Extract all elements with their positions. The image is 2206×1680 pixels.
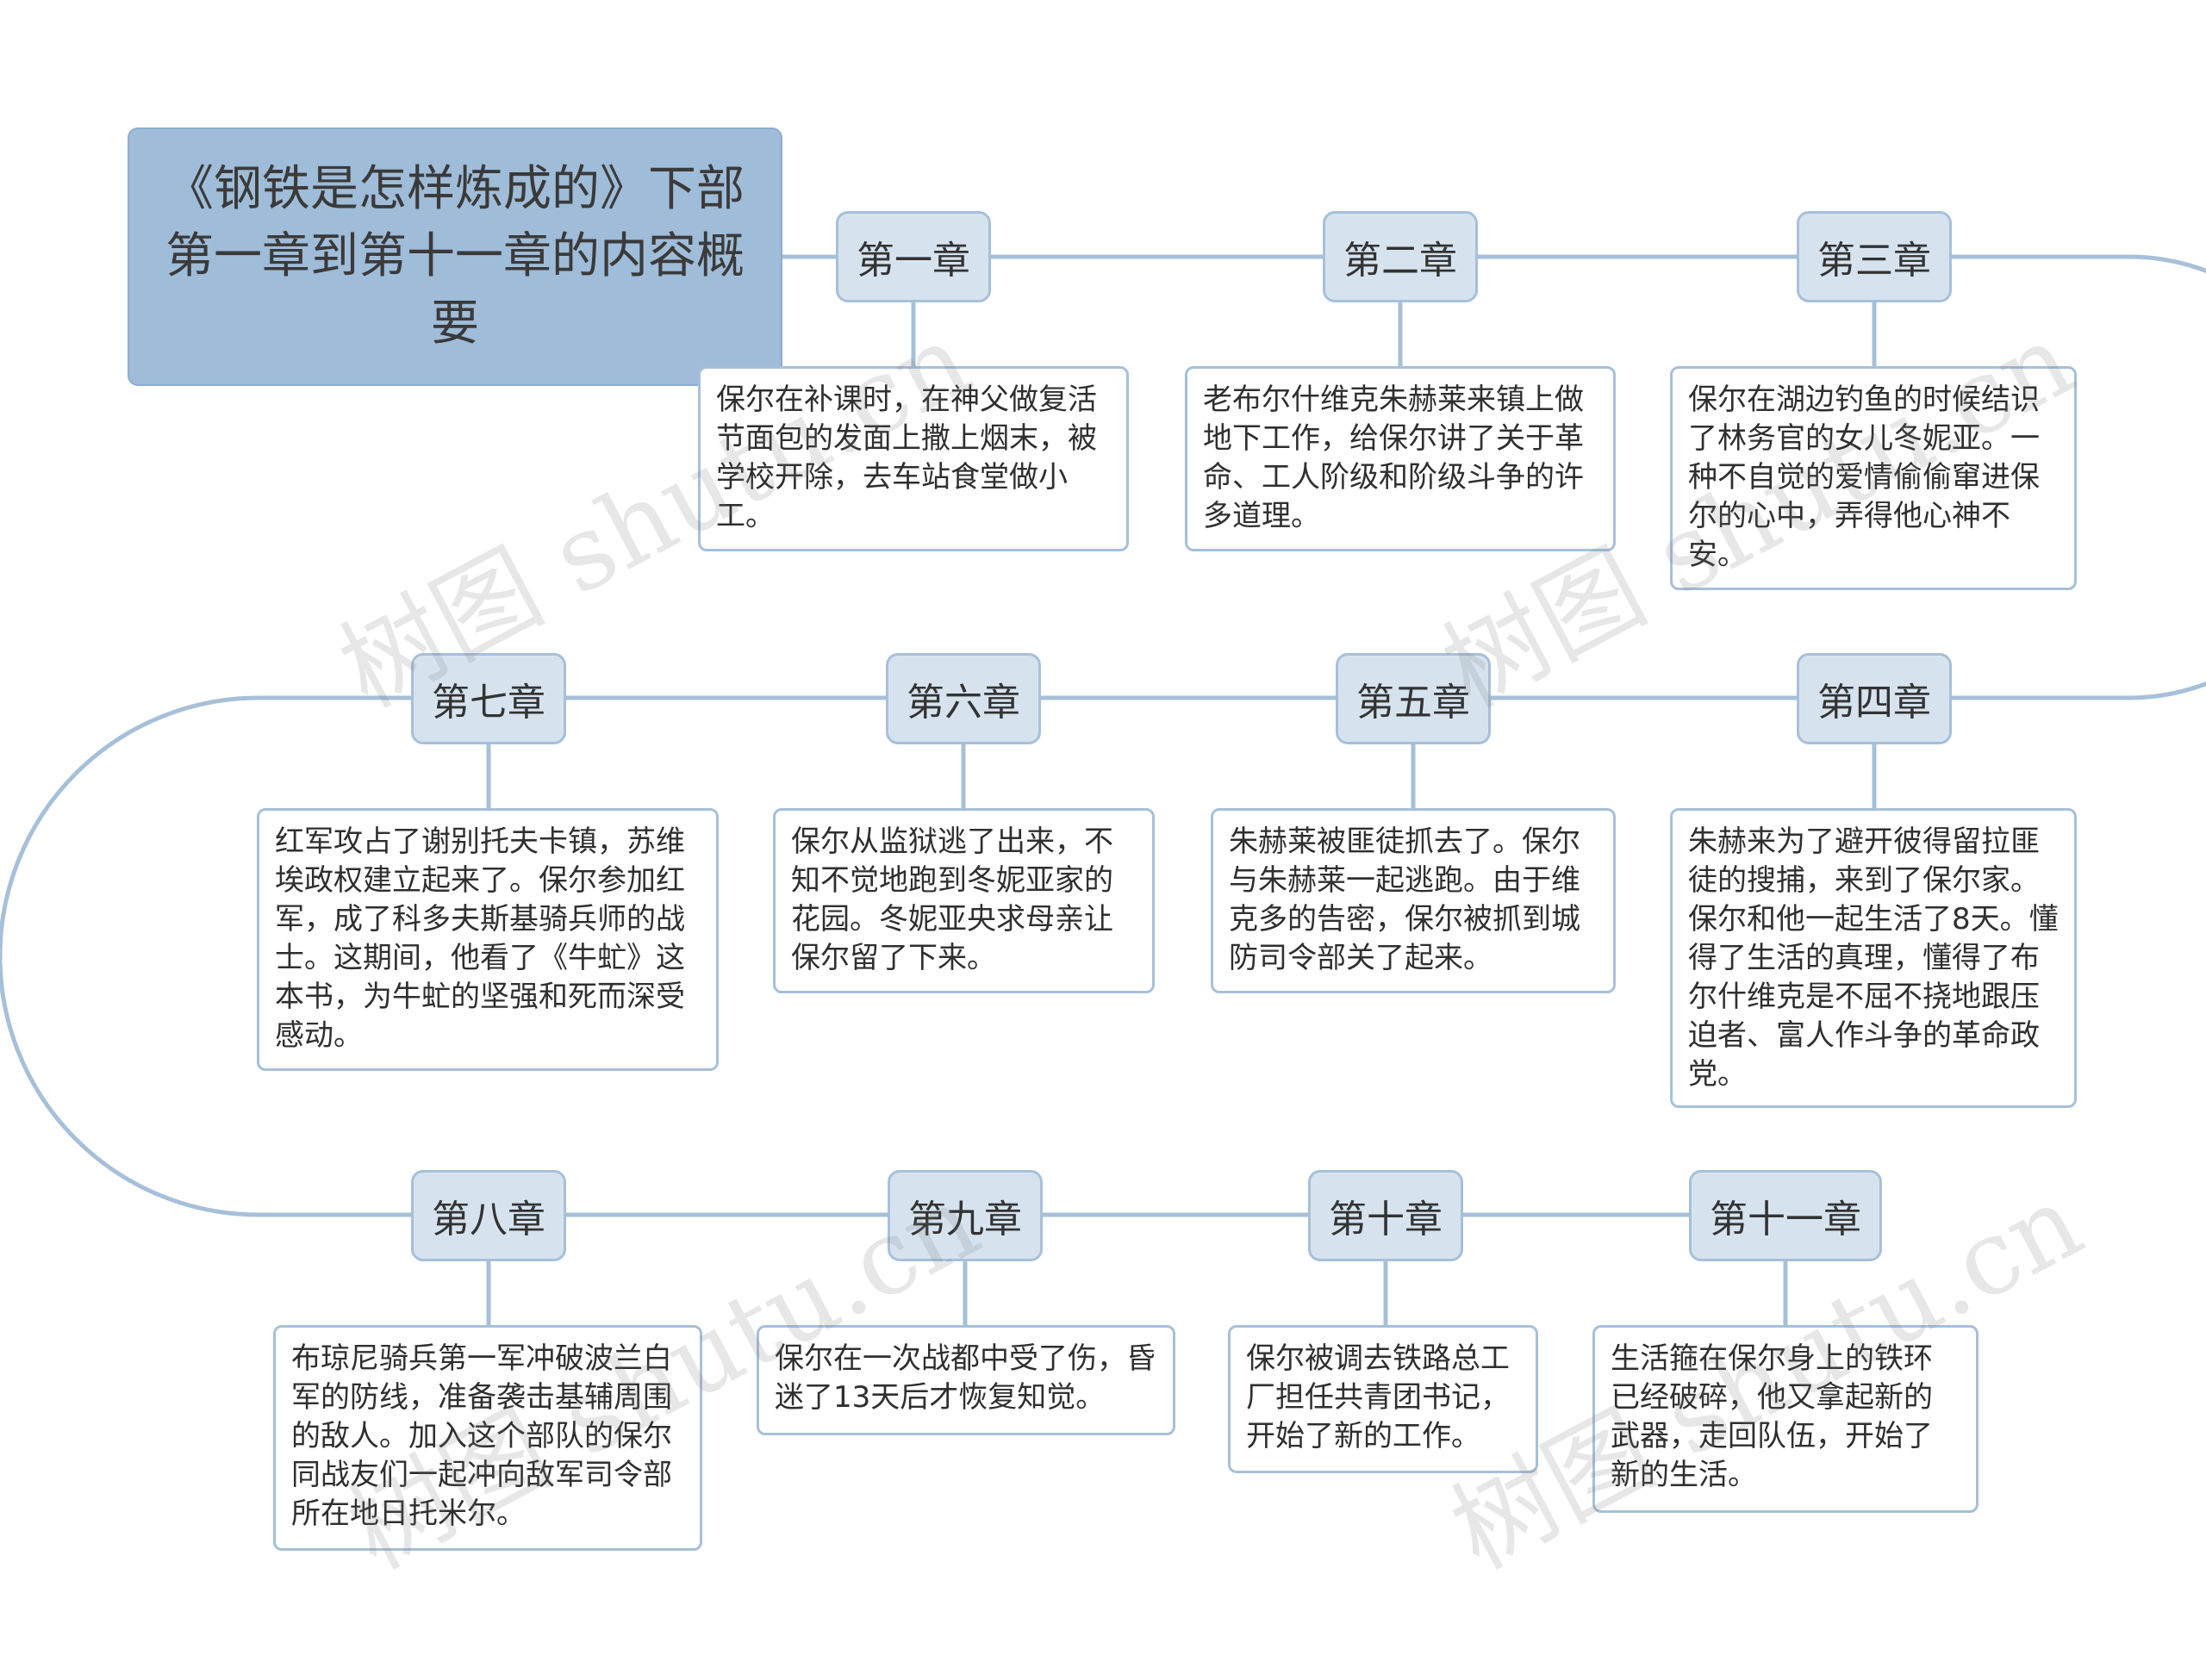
chapter-5-node[interactable]: 第五章: [1336, 653, 1491, 744]
chapter-9-node[interactable]: 第九章: [888, 1170, 1043, 1261]
chapter-7-node[interactable]: 第七章: [411, 653, 566, 744]
chapter-9-summary: 保尔在一次战都中受了伤，昏迷了13天后才恢复知觉。: [757, 1325, 1175, 1435]
chapter-2-summary: 老布尔什维克朱赫莱来镇上做地下工作，给保尔讲了关于革命、工人阶级和阶级斗争的许多…: [1185, 366, 1616, 551]
chapter-8-node[interactable]: 第八章: [411, 1170, 566, 1261]
chapter-11-node[interactable]: 第十一章: [1689, 1170, 1882, 1261]
chapter-5-summary: 朱赫莱被匪徒抓去了。保尔与朱赫莱一起逃跑。由于维克多的告密，保尔被抓到城防司令部…: [1211, 808, 1616, 993]
chapter-8-summary: 布琼尼骑兵第一军冲破波兰白军的防线，准备袭击基辅周围的敌人。加入这个部队的保尔同…: [273, 1325, 702, 1551]
chapter-7-summary: 红军攻占了谢别托夫卡镇，苏维埃政权建立起来了。保尔参加红军，成了科多夫斯基骑兵师…: [257, 808, 719, 1071]
chapter-10-node[interactable]: 第十章: [1308, 1170, 1463, 1261]
chapter-3-node[interactable]: 第三章: [1797, 211, 1952, 302]
chapter-4-summary: 朱赫来为了避开彼得留拉匪徒的搜捕，来到了保尔家。保尔和他一起生活了8天。懂得了生…: [1670, 808, 2077, 1108]
chapter-6-node[interactable]: 第六章: [886, 653, 1041, 744]
chapter-3-summary: 保尔在湖边钓鱼的时候结识了林务官的女儿冬妮亚。一种不自觉的爱情偷偷窜进保尔的心中…: [1670, 366, 2077, 590]
chapter-1-node[interactable]: 第一章: [836, 211, 991, 302]
chapter-2-node[interactable]: 第二章: [1323, 211, 1478, 302]
map-title: 《钢铁是怎样炼成的》下部第一章到第十一章的内容概要: [128, 128, 782, 386]
chapter-11-summary: 生活箍在保尔身上的铁环已经破碎，他又拿起新的武器，走回队伍，开始了新的生活。: [1592, 1325, 1979, 1513]
chapter-6-summary: 保尔从监狱逃了出来，不知不觉地跑到冬妮亚家的花园。冬妮亚央求母亲让保尔留了下来。: [773, 808, 1155, 993]
chapter-4-node[interactable]: 第四章: [1797, 653, 1952, 744]
chapter-1-summary: 保尔在补课时，在神父做复活节面包的发面上撒上烟末，被学校开除，去车站食堂做小工。: [698, 366, 1129, 551]
chapter-10-summary: 保尔被调去铁路总工厂担任共青团书记，开始了新的工作。: [1228, 1325, 1538, 1473]
